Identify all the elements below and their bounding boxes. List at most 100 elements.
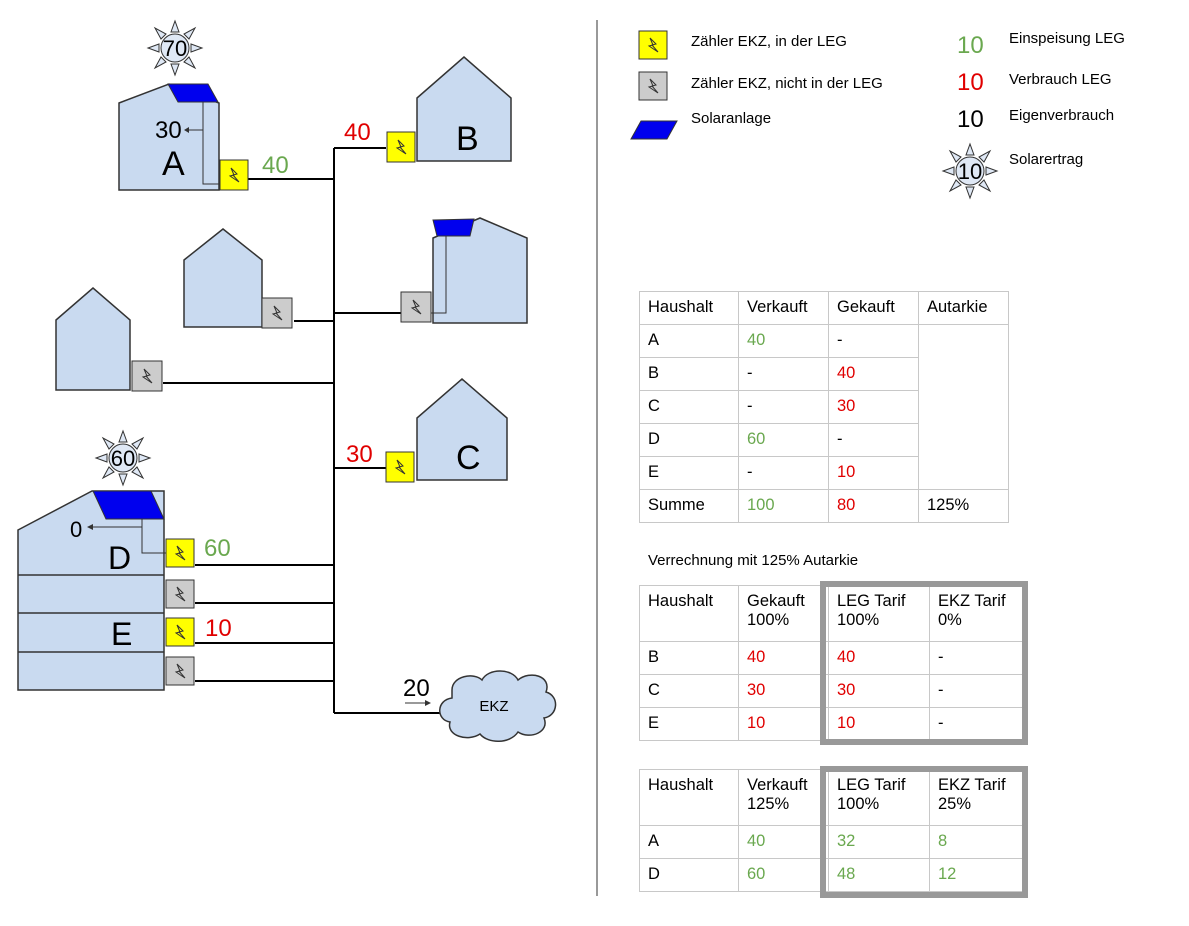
house-non-leg-1: [183, 228, 293, 329]
table-cell: Summe: [639, 489, 739, 523]
house-e-consumption: 10: [205, 615, 232, 642]
house-c-consumption: 30: [346, 441, 373, 468]
table-cell: 125%: [918, 489, 1009, 523]
house-c-label: C: [456, 439, 481, 477]
table-cell: -: [828, 423, 919, 457]
legend-solar-label: Solaranlage: [691, 110, 772, 127]
table-cell: B: [639, 357, 739, 391]
legend-icons: 10: [630, 30, 998, 199]
house-d-label: D: [108, 540, 131, 576]
table-cell: D: [639, 858, 739, 892]
sun-d-value: 60: [111, 446, 135, 471]
house-d-feed-in: 60: [204, 535, 231, 562]
legend-consumption-num: 10: [957, 69, 984, 96]
legend-feed-in-label: Einspeisung LEG: [1009, 30, 1125, 47]
table-cell: 48: [828, 858, 930, 892]
table3-header: Haushalt: [639, 769, 739, 826]
house-a-label: A: [162, 145, 185, 183]
table-cell: -: [828, 324, 919, 358]
tariff-highlight-box: [820, 766, 1028, 898]
house-c: C 30: [346, 378, 508, 483]
power-lines: [163, 147, 445, 714]
sun-icon-d: 60: [95, 430, 151, 486]
table-cell: 40: [828, 357, 919, 391]
summary-table: Haushalt Verkauft Gekauft Autarkie A 40 …: [639, 291, 1009, 523]
table-row: D 60 48 12: [639, 858, 1025, 892]
table-cell: 30: [738, 674, 829, 708]
ekz-grid: EKZ 20: [403, 670, 557, 742]
house-a-feed-in: 40: [262, 152, 289, 179]
table-row: D 60 -: [639, 423, 1009, 457]
legend-self-num: 10: [957, 106, 984, 133]
house-e-label: E: [111, 616, 132, 652]
table-cell: 30: [828, 390, 919, 424]
table-cell: -: [738, 456, 829, 490]
table-cell: 100: [738, 489, 829, 523]
ekz-value: 20: [403, 675, 430, 702]
legend-feed-in-num: 10: [957, 32, 984, 59]
house-a-body: [118, 83, 220, 191]
table-cell: -: [738, 390, 829, 424]
legend-yield-num: 10: [958, 159, 982, 184]
house-d-self-value: 0: [70, 517, 82, 542]
house-solar-right: [400, 217, 528, 324]
sun-a-value: 70: [163, 36, 187, 61]
table1-header: Haushalt: [639, 291, 739, 325]
table-cell: D: [639, 423, 739, 457]
legend-solar-panel: [630, 120, 678, 140]
house-b-consumption: 40: [344, 119, 371, 146]
tariff-highlight-box: [820, 581, 1028, 745]
table-cell: A: [639, 324, 739, 358]
house-a: 30 A 40: [118, 83, 289, 191]
table-cell: 40: [738, 641, 829, 675]
table-cell: 10: [738, 707, 829, 741]
table-cell: 30: [828, 674, 930, 708]
table-cell: 80: [828, 489, 919, 523]
cloud-icon: [439, 670, 557, 742]
table-cell: 60: [738, 858, 829, 892]
table-cell: C: [639, 390, 739, 424]
table-cell: E: [639, 456, 739, 490]
table2-header: Haushalt: [639, 585, 739, 642]
table-cell: 32: [828, 825, 930, 859]
sun-icon-a: 70: [147, 20, 203, 76]
table-cell: 40: [738, 825, 829, 859]
table1-header: Verkauft: [738, 291, 829, 325]
table-cell: [918, 324, 1009, 490]
house-non-leg-2: [55, 287, 163, 392]
apartment-building: 0 D E 60 10: [17, 490, 232, 691]
table-row: B - 40: [639, 357, 1009, 391]
table-cell: 12: [929, 858, 1025, 892]
ekz-label: EKZ: [479, 698, 508, 715]
table-row: E 10 10 -: [639, 707, 1025, 741]
table1-header: Gekauft: [828, 291, 919, 325]
table-cell: -: [738, 357, 829, 391]
table-cell: C: [639, 674, 739, 708]
table-row: Summe 100 80 125%: [639, 489, 1009, 523]
house-a-self-value: 30: [155, 117, 182, 144]
legend-consumption-label: Verbrauch LEG: [1009, 71, 1112, 88]
house-b: B 40: [344, 56, 512, 163]
calculation-caption: Verrechnung mit 125% Autarkie: [648, 552, 859, 569]
table-cell: A: [639, 825, 739, 859]
table-cell: 60: [738, 423, 829, 457]
table-cell: 40: [738, 324, 829, 358]
legend-meter-non-leg-label: Zähler EKZ, nicht in der LEG: [691, 75, 883, 92]
legend-yield-label: Solarertrag: [1009, 151, 1084, 168]
table-cell: 10: [828, 456, 919, 490]
table-cell: E: [639, 707, 739, 741]
house-b-label: B: [456, 120, 479, 158]
solar-panel-a: [167, 83, 219, 103]
table-row: E - 10: [639, 456, 1009, 490]
legend-meter-leg-label: Zähler EKZ, in der LEG: [691, 33, 847, 50]
solar-panel-d: [92, 490, 165, 520]
table-cell: B: [639, 641, 739, 675]
